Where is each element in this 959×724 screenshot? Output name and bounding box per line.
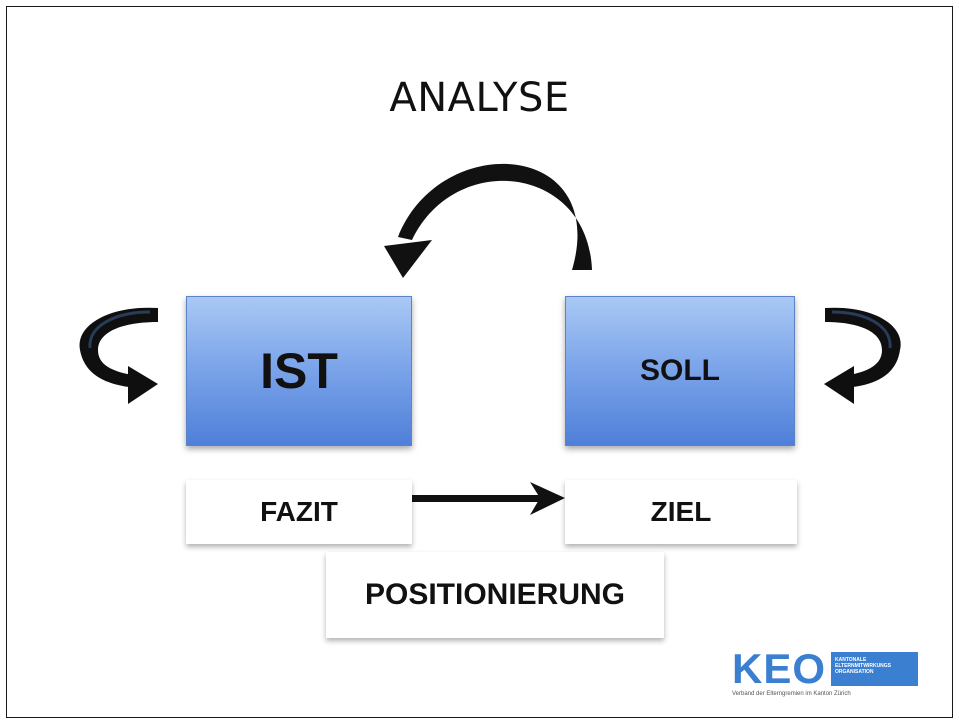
ziel-box: ZIEL (565, 480, 797, 544)
ist-label: IST (260, 343, 338, 399)
diagram-title: ANALYSE (389, 75, 570, 121)
logo-badge: KANTONALE ELTERNMITWIRKUNGS ORGANISATION (831, 652, 918, 686)
soll-to-ist-curved-arrow (384, 163, 592, 278)
fazit-to-ziel-arrow (412, 482, 565, 515)
positionierung-box: POSITIONIERUNG (326, 552, 664, 638)
ist-box: IST (186, 296, 412, 446)
keo-logo: KEO KANTONALE ELTERNMITWIRKUNGS ORGANISA… (732, 648, 922, 704)
soll-label: SOLL (640, 354, 720, 387)
ziel-label: ZIEL (650, 496, 712, 527)
soll-loop-arrow (824, 307, 901, 404)
logo-subtitle: Verband der Elterngremien im Kanton Züri… (732, 691, 851, 697)
ist-loop-arrow (79, 307, 158, 404)
fazit-box: FAZIT (186, 480, 412, 544)
soll-box: SOLL (565, 296, 795, 446)
logo-wordmark: KEO (732, 645, 827, 692)
positionierung-label: POSITIONIERUNG (364, 578, 626, 611)
fazit-label: FAZIT (260, 496, 338, 527)
